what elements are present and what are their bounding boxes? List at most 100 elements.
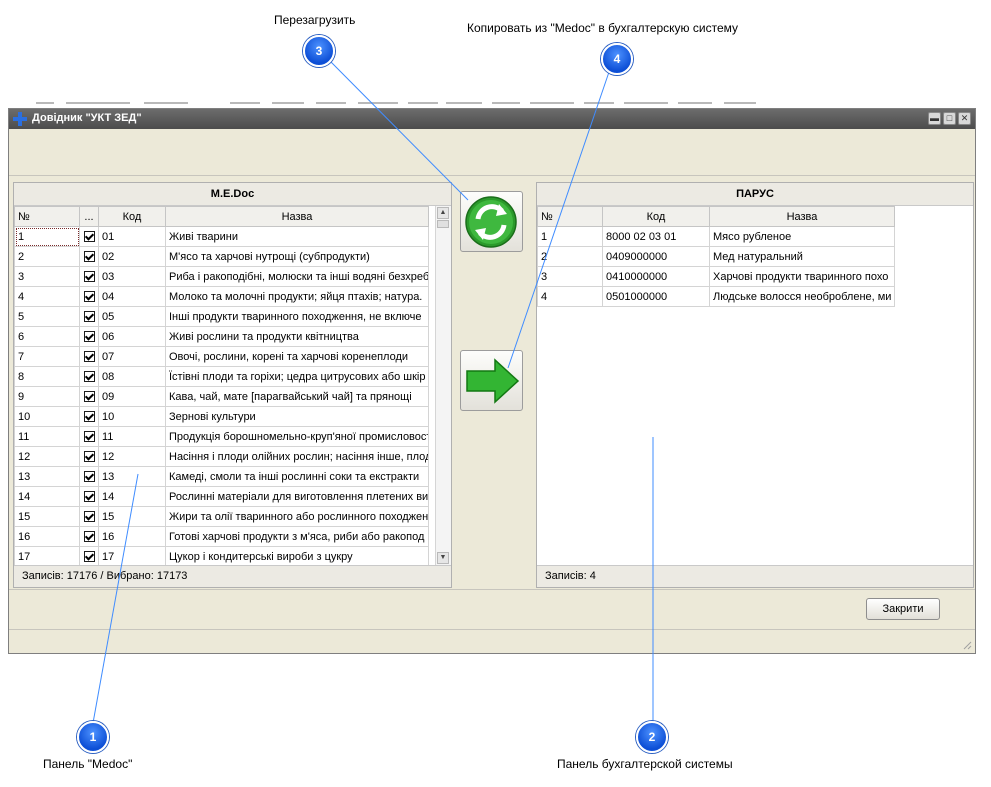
col-header-num[interactable]: №	[14, 206, 80, 227]
close-window-button[interactable]: ✕	[958, 112, 971, 125]
row-name: Молоко та молочні продукти; яйця птахів;…	[165, 286, 429, 307]
parus-panel-title: ПАРУС	[537, 183, 973, 206]
row-name: Людське волосся необроблене, ми	[709, 286, 895, 307]
reference-window: Довідник "УКТ ЗЕД" ▬ □ ✕ M.E.Doc № ... К…	[8, 108, 976, 654]
row-code: 0501000000	[602, 286, 710, 307]
medoc-record-count: Записів: 17176 / Вибрано: 17173	[14, 565, 451, 587]
checkbox-checked-icon[interactable]	[83, 530, 95, 542]
col-header-code[interactable]: Код	[602, 206, 710, 227]
window-title: Довідник "УКТ ЗЕД"	[32, 112, 142, 124]
toolbar-separator	[9, 175, 975, 176]
row-name: Готові харчові продукти з м'яса, риби аб…	[165, 526, 429, 547]
minimize-icon: ▬	[930, 113, 939, 123]
col-header-code[interactable]: Код	[98, 206, 166, 227]
scroll-down-button[interactable]: ▼	[437, 552, 449, 564]
row-name: Риба і ракоподібні, молюски та інші водя…	[165, 266, 429, 287]
parus-record-count: Записів: 4	[537, 565, 973, 587]
row-name: Рослинні матеріали для виготовлення плет…	[165, 486, 429, 507]
plus-cross-icon	[13, 112, 27, 126]
row-name: М'ясо та харчові нутрощі (субпродукти)	[165, 246, 429, 267]
row-name: Цукор і кондитерські вироби з цукру	[165, 546, 429, 567]
row-name: Камеді, смоли та інші рослинні соки та е…	[165, 466, 429, 487]
status-separator	[9, 629, 975, 630]
title-bar[interactable]: Довідник "УКТ ЗЕД" ▬ □ ✕	[9, 109, 975, 129]
checkbox-checked-icon[interactable]	[83, 250, 95, 262]
col-header-num[interactable]: №	[537, 206, 603, 227]
checkbox-checked-icon[interactable]	[83, 510, 95, 522]
close-icon: ✕	[960, 113, 969, 123]
medoc-panel-title: M.E.Doc	[14, 183, 451, 206]
col-header-name[interactable]: Назва	[709, 206, 895, 227]
minimize-button[interactable]: ▬	[928, 112, 941, 125]
callout-3: 3	[303, 35, 335, 67]
row-number: 4	[537, 286, 603, 307]
checkbox-checked-icon[interactable]	[83, 450, 95, 462]
right-arrow-icon	[466, 358, 520, 404]
close-button[interactable]: Закрити	[866, 598, 940, 620]
row-name: Їстівні плоди та горіхи; цедра цитрусови…	[165, 366, 429, 387]
row-name: Овочі, рослини, корені та харчові корене…	[165, 346, 429, 367]
checkbox-checked-icon[interactable]	[83, 410, 95, 422]
callout-4: 4	[601, 43, 633, 75]
row-code: 0410000000	[602, 266, 710, 287]
scroll-thumb[interactable]	[437, 220, 449, 228]
row-name: Мясо рубленое	[709, 226, 895, 247]
callout-1: 1	[77, 721, 109, 753]
checkbox-checked-icon[interactable]	[83, 470, 95, 482]
copy-to-accounting-button[interactable]	[460, 350, 523, 411]
checkbox-checked-icon[interactable]	[83, 550, 95, 562]
row-code: 02	[98, 246, 166, 267]
callout-1-label: Панель "Medoc"	[43, 757, 133, 771]
checkbox-checked-icon[interactable]	[83, 290, 95, 302]
checkbox-checked-icon[interactable]	[83, 490, 95, 502]
maximize-button[interactable]: □	[943, 112, 956, 125]
callout-4-label: Копировать из "Medoc" в бухгалтерскую си…	[467, 21, 739, 35]
maximize-icon: □	[946, 113, 953, 123]
row-checkbox-cell[interactable]	[79, 286, 99, 307]
checkbox-checked-icon[interactable]	[83, 350, 95, 362]
bottom-separator	[9, 589, 975, 590]
checkbox-checked-icon[interactable]	[83, 370, 95, 382]
callout-3-label: Перезагрузить	[274, 13, 356, 27]
callout-2: 2	[636, 721, 668, 753]
checkbox-checked-icon[interactable]	[83, 310, 95, 322]
resize-grip-icon[interactable]	[962, 640, 972, 650]
tab-strip	[36, 102, 756, 106]
reload-button[interactable]	[460, 191, 523, 252]
row-checkbox-cell[interactable]	[79, 246, 99, 267]
checkbox-checked-icon[interactable]	[83, 230, 95, 242]
checkbox-checked-icon[interactable]	[83, 390, 95, 402]
row-name: Продукція борошномельно-круп'яної промис…	[165, 426, 429, 447]
refresh-arrows-icon	[465, 196, 517, 248]
medoc-scrollbar[interactable]: ▲ ▼	[435, 206, 451, 565]
row-name: Живі тварини	[165, 226, 429, 247]
checkbox-checked-icon[interactable]	[83, 330, 95, 342]
scroll-up-button[interactable]: ▲	[437, 207, 449, 219]
checkbox-checked-icon[interactable]	[83, 430, 95, 442]
row-name: Кава, чай, мате [парагвайський чай] та п…	[165, 386, 429, 407]
row-code: 8000 02 03 01	[602, 226, 710, 247]
callout-2-label: Панель бухгалтерской системы	[557, 757, 733, 771]
checkbox-checked-icon[interactable]	[83, 270, 95, 282]
row-code: 0409000000	[602, 246, 710, 267]
